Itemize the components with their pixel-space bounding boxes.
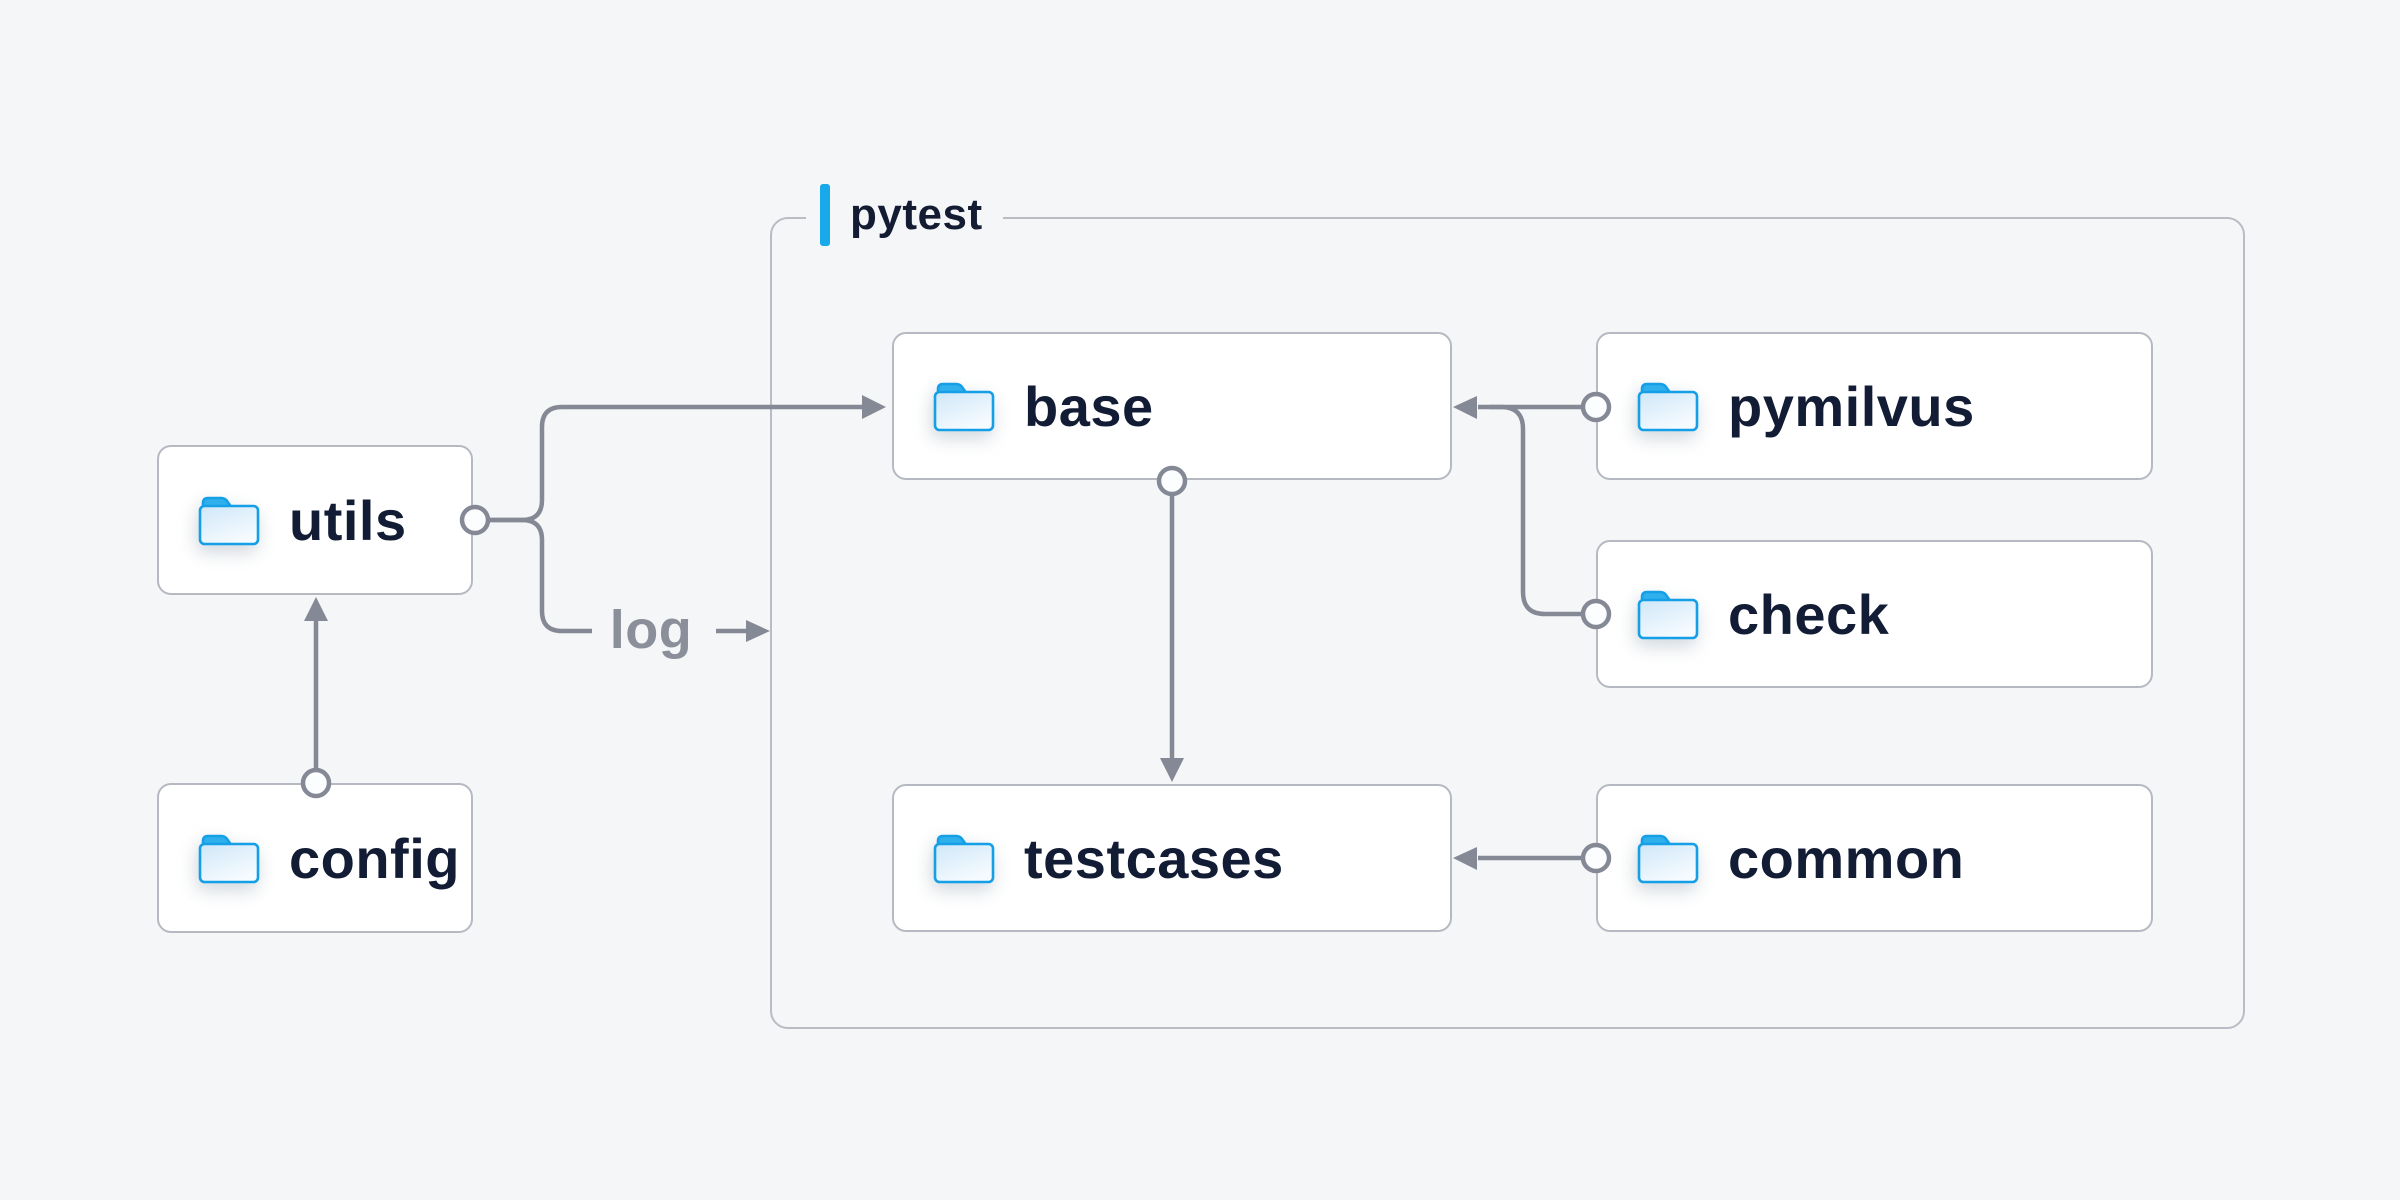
node-label: testcases [1024,826,1284,890]
node-testcases: testcases [892,784,1452,932]
node-label: check [1728,582,1890,646]
node-config: config [157,783,473,933]
arrowhead-config-utils [304,597,328,621]
node-label: base [1024,374,1154,438]
folder-icon [1637,382,1699,432]
folder-icon [198,834,260,884]
node-label: config [289,826,460,890]
node-pymilvus: pymilvus [1596,332,2153,480]
pytest-group-label-text: pytest [850,190,983,239]
node-utils: utils [157,445,473,595]
pytest-group-container [770,217,2245,1029]
node-check: check [1596,540,2153,688]
arrowhead-log-into-group [746,620,770,642]
folder-icon [198,496,260,546]
folder-icon [933,382,995,432]
node-label: common [1728,826,1965,890]
folder-icon [1637,590,1699,640]
edge-label-log: log [609,600,693,660]
accent-bar [820,184,830,246]
node-common: common [1596,784,2153,932]
edge-utils-log [490,517,592,634]
node-label: utils [289,488,407,552]
folder-icon [933,834,995,884]
folder-icon [1637,834,1699,884]
node-label: pymilvus [1728,374,1975,438]
pytest-group-label: pytest [806,182,1003,248]
node-base: base [892,332,1452,480]
